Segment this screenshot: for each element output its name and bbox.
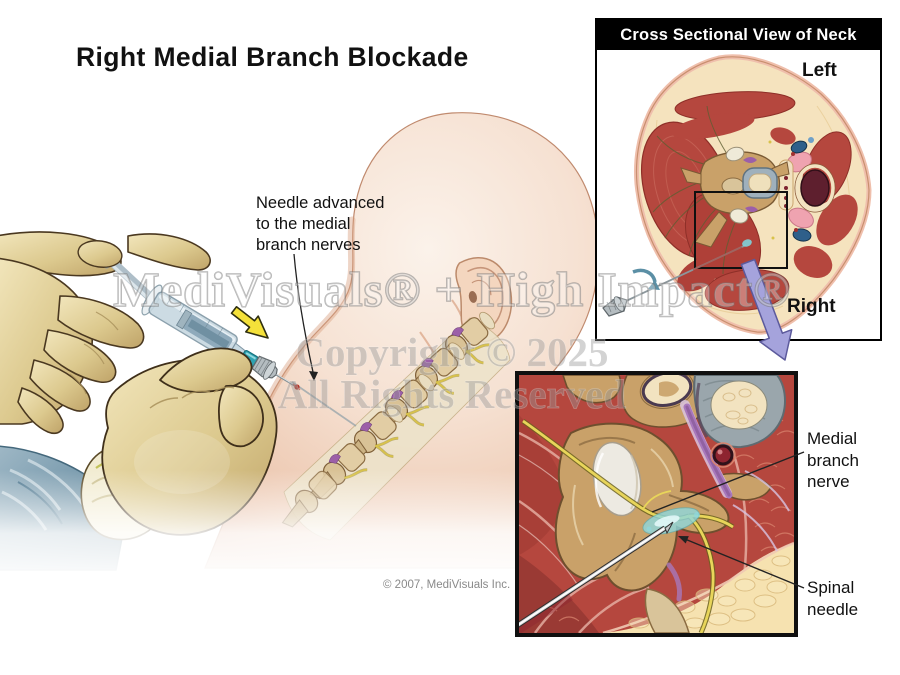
neck-cross-section-graphic bbox=[602, 54, 872, 335]
viscera bbox=[768, 137, 836, 242]
spinal-canal-magnified bbox=[693, 374, 786, 449]
medial-branch-nerve-label: Medial branch nerve bbox=[807, 429, 859, 492]
spinal-needle-label: Spinal needle bbox=[807, 578, 859, 619]
orientation-label-right: Right bbox=[787, 296, 836, 317]
inset-needle bbox=[602, 239, 752, 317]
credit-line: © 2007, MediVisuals Inc. bbox=[383, 579, 511, 591]
fade-out bbox=[0, 470, 520, 585]
rotation-arrow-icon bbox=[632, 268, 657, 283]
magnified-view-graphic bbox=[513, 369, 800, 636]
vertebral-artery bbox=[712, 444, 734, 466]
cross-section-inset: Cross Sectional View of Neck bbox=[595, 18, 882, 341]
needle-annotation-label: Needle advanced to the medial branch ner… bbox=[256, 194, 385, 254]
spinal-needle-graphic bbox=[513, 521, 674, 636]
needle-under-skin bbox=[291, 381, 357, 427]
cross-section-inset-header: Cross Sectional View of Neck bbox=[597, 20, 880, 50]
page-title: Right Medial Branch Blockade bbox=[76, 42, 469, 72]
yellow-direction-arrow-icon bbox=[230, 305, 269, 339]
orientation-label-left: Left bbox=[802, 60, 837, 81]
magnified-view-inset bbox=[513, 369, 800, 637]
vertebra-cross-section bbox=[680, 146, 790, 248]
